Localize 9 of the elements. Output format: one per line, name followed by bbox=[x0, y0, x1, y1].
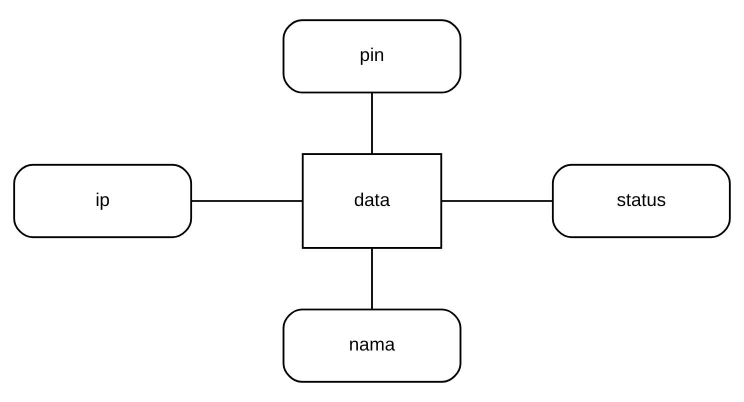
connector bbox=[371, 92, 373, 154]
connector bbox=[441, 200, 553, 202]
node-box: status bbox=[552, 164, 731, 238]
connector bbox=[371, 248, 373, 310]
node-box: nama bbox=[282, 308, 462, 383]
node-box: data bbox=[302, 153, 442, 249]
node-box: ip bbox=[13, 164, 192, 238]
node-box: pin bbox=[282, 19, 462, 94]
connector bbox=[192, 200, 302, 202]
